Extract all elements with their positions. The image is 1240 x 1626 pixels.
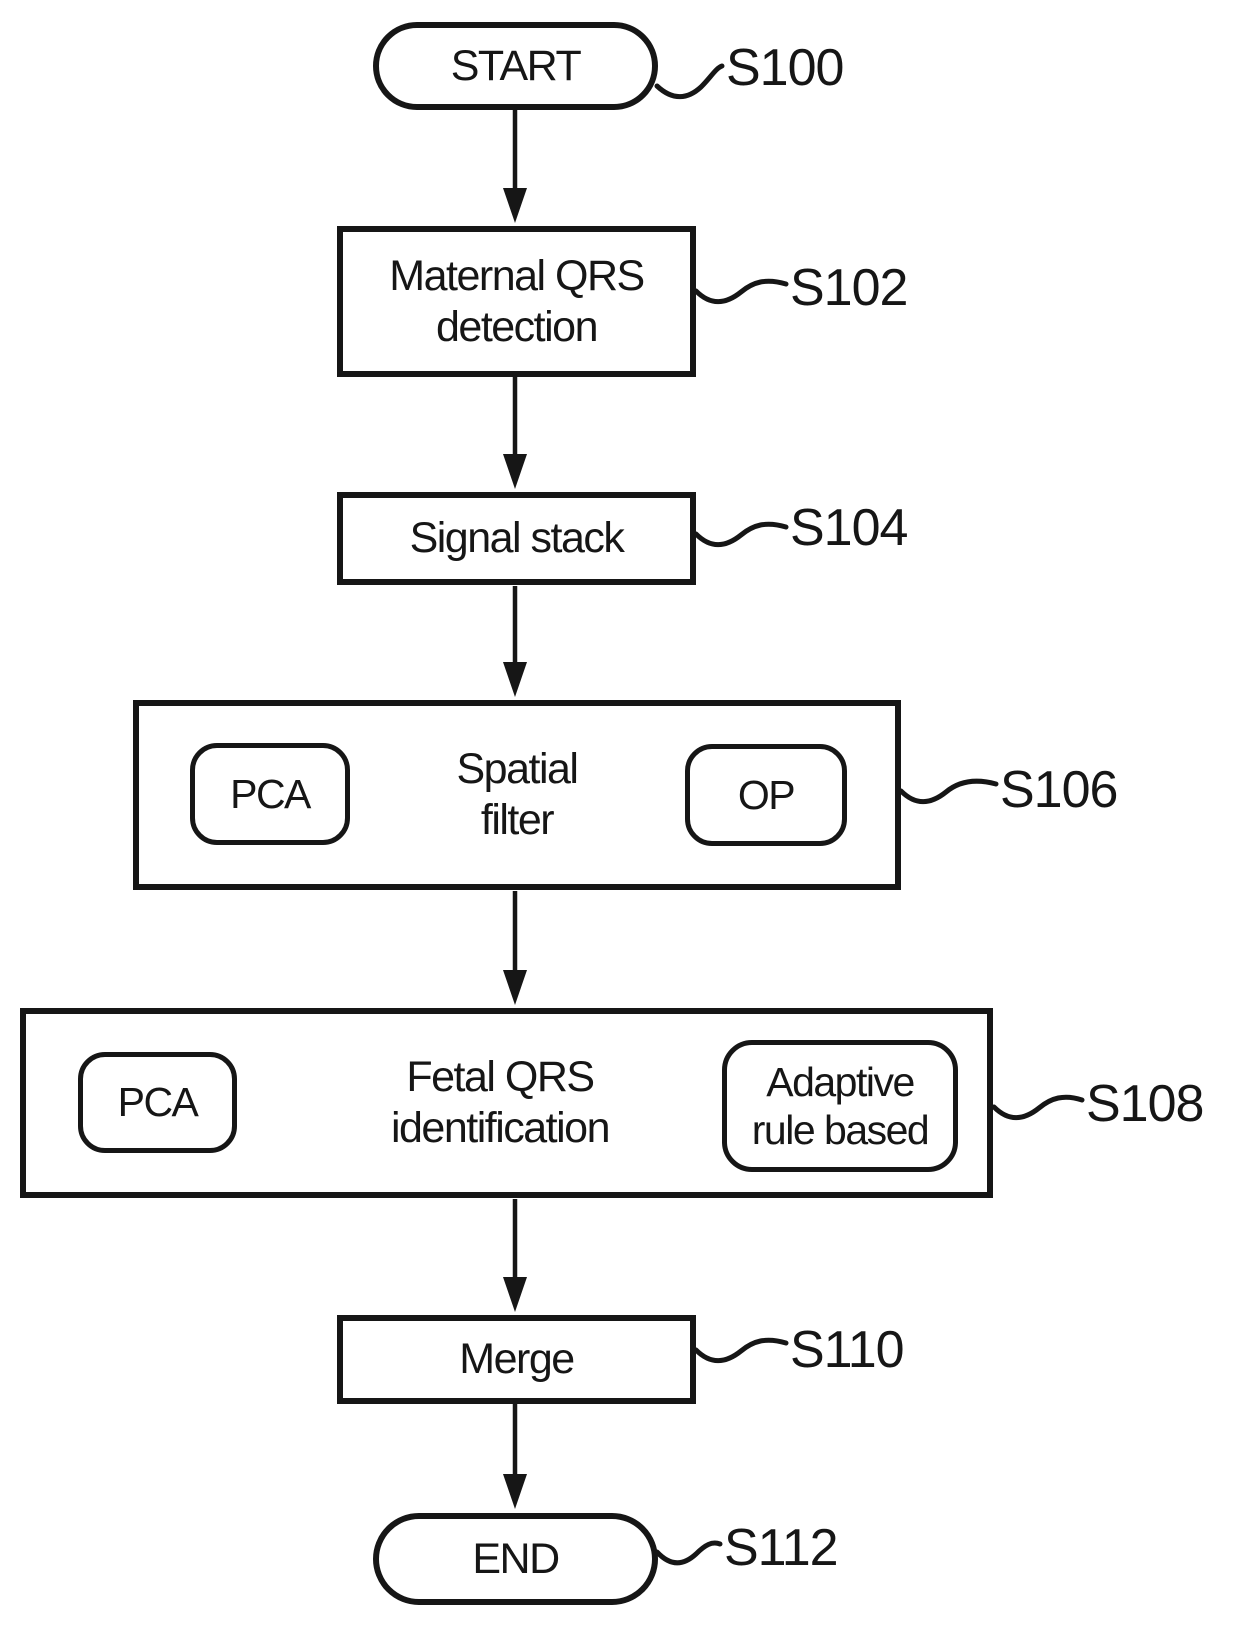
node-start: START <box>373 22 658 110</box>
method-chip-pca-fetal: PCA <box>78 1052 237 1153</box>
method-chip-pca-spatial-label: PCA <box>230 770 311 817</box>
method-chip-adaptive-rule-based-label: Adaptive rule based <box>751 1058 930 1153</box>
node-merge: Merge <box>337 1315 696 1404</box>
node-end: END <box>373 1513 658 1605</box>
node-end-label: END <box>472 1534 560 1583</box>
leader-line-s108 <box>991 1094 1085 1121</box>
arrow-s108-to-s110 <box>503 1199 527 1312</box>
step-ref-s106: S106 <box>1000 761 1118 819</box>
arrow-s106-to-s108 <box>503 891 527 1005</box>
node-merge-label: Merge <box>459 1335 575 1384</box>
node-start-label: START <box>450 41 582 90</box>
node-signal-stack-label: Signal stack <box>409 514 625 563</box>
arrow-head-icon <box>503 970 527 1005</box>
method-chip-pca-spatial: PCA <box>190 743 350 845</box>
node-signal-stack: Signal stack <box>337 492 696 585</box>
arrow-s102-to-s104 <box>503 377 527 489</box>
arrow-s110-to-s112 <box>503 1404 527 1509</box>
leader-line-s102 <box>693 278 789 305</box>
method-chip-pca-fetal-label: PCA <box>117 1079 199 1126</box>
step-ref-s100: S100 <box>726 39 844 97</box>
node-fetal-qrs-identification-label: Fetal QRS identification <box>390 1053 611 1152</box>
leader-line-s112 <box>654 1540 723 1566</box>
node-maternal-qrs-detection: Maternal QRS detection <box>337 226 696 377</box>
arrow-head-icon <box>503 1474 527 1509</box>
step-ref-s112: S112 <box>724 1519 839 1577</box>
arrow-start-to-s102 <box>503 110 527 223</box>
node-spatial-filter-label: Spatial filter <box>456 745 579 844</box>
step-ref-s104: S104 <box>790 499 908 557</box>
arrow-head-icon <box>503 662 527 697</box>
arrow-head-icon <box>503 454 527 489</box>
leader-line-s110 <box>693 1337 789 1364</box>
leader-line-s100 <box>654 63 725 100</box>
arrow-head-icon <box>503 1277 527 1312</box>
step-ref-s102: S102 <box>790 259 908 317</box>
arrow-s104-to-s106 <box>503 586 527 697</box>
method-chip-op: OP <box>685 744 847 846</box>
node-maternal-qrs-detection-label: Maternal QRS detection <box>389 251 645 351</box>
step-ref-s110: S110 <box>790 1321 905 1379</box>
leader-line-s104 <box>693 521 789 548</box>
arrow-head-icon <box>503 188 527 223</box>
method-chip-op-label: OP <box>737 771 796 818</box>
method-chip-adaptive-rule-based: Adaptive rule based <box>722 1040 958 1172</box>
leader-line-s106 <box>898 778 999 805</box>
node-fetal-qrs-identification-label-wrap: Fetal QRS identification <box>280 1008 720 1198</box>
step-ref-s108: S108 <box>1086 1075 1204 1133</box>
